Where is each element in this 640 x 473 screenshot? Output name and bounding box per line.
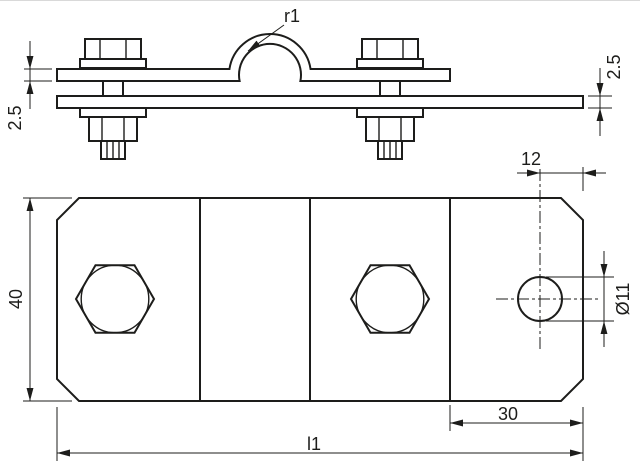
hex-bolt-center-chamfer-circle xyxy=(355,264,425,334)
dim-plate-width: 40 xyxy=(6,289,26,309)
clamp-plate-outline xyxy=(56,197,584,402)
dim-edge-distance: 30 xyxy=(498,404,518,424)
dimension-strap-thickness-right: 2.5 xyxy=(588,54,624,136)
dimension-radius: r1 xyxy=(247,6,300,52)
hex-bolt-center xyxy=(349,264,431,334)
dimension-plate-width: 40 xyxy=(6,197,72,402)
side-view xyxy=(56,33,584,160)
left-top-washer xyxy=(79,58,147,69)
dimension-edge-distance: 30 xyxy=(449,404,583,431)
hex-bolt-left-chamfer-circle xyxy=(80,264,150,334)
left-bolt-assembly xyxy=(79,38,147,160)
right-bolt-head xyxy=(365,116,415,142)
left-bottom-washer xyxy=(79,107,147,118)
right-top-nut xyxy=(361,38,419,60)
lower-strap xyxy=(56,95,584,109)
dimension-hole-offset: 12 xyxy=(517,149,606,191)
dim-overall-length: l1 xyxy=(307,434,321,454)
right-bottom-washer xyxy=(356,107,424,118)
dimension-strap-thickness-left: 2.5 xyxy=(5,41,52,131)
dim-thickness-left: 2.5 xyxy=(5,105,25,130)
right-top-washer xyxy=(356,58,424,69)
plan-view xyxy=(56,169,598,402)
left-top-nut xyxy=(84,38,142,60)
dim-thickness-right: 2.5 xyxy=(604,54,624,79)
dimension-hole-diameter: Ø11 xyxy=(546,251,633,347)
right-bolt-assembly xyxy=(356,38,424,160)
mounting-hole-centerlines xyxy=(496,169,598,349)
dim-hole-offset: 12 xyxy=(521,149,541,169)
dim-radius-label: r1 xyxy=(284,6,300,26)
left-bolt-head xyxy=(88,116,138,142)
hex-bolt-left xyxy=(74,264,156,334)
dimension-overall-length: l1 xyxy=(56,407,584,461)
upper-strap xyxy=(56,33,451,82)
dim-hole-diameter: Ø11 xyxy=(613,283,633,316)
